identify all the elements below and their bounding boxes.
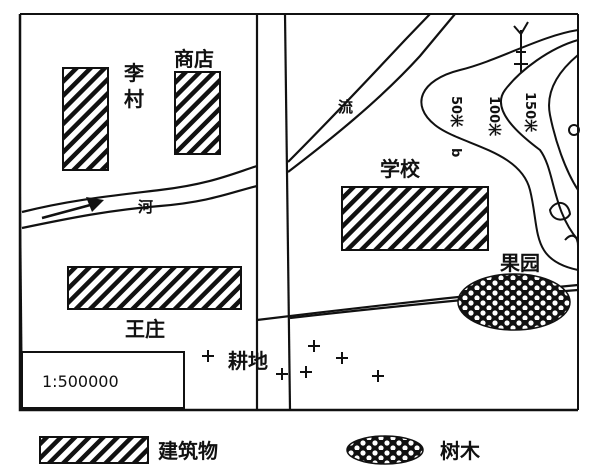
label-li-village-char2: 村 [124,87,144,111]
scale-box: 1:500000 [21,351,185,409]
legend-tree-label: 树木 [440,439,481,463]
shop-building [174,71,221,155]
label-farmland: 耕地 [228,349,268,373]
label-shop: 商店 [174,47,214,71]
school-building [341,186,489,251]
scale-text: 1:500000 [42,372,119,391]
north-arrow-icon [513,21,529,72]
contour-lines [420,29,580,271]
label-school: 学校 [380,157,421,181]
legend: 建筑物 树木 [39,435,481,465]
label-li-village-char1: 李 [123,61,145,85]
li-village-building [62,67,109,171]
contour-label-150: 150米 [522,92,538,133]
legend-building-swatch [39,436,149,464]
map-frame [18,13,579,412]
orchard-trees [457,273,571,331]
road-network [19,13,579,411]
crop-symbol-icon [202,340,384,382]
label-orchard: 果园 [500,251,540,275]
contour-label-50: 50米 [448,96,464,128]
point-label-b: b [448,148,463,157]
contour-label-100: 100米 [486,96,502,137]
wang-village-building [67,266,242,310]
legend-building-label: 建筑物 [158,439,218,463]
river [21,13,456,230]
label-wang-village: 王庄 [125,317,165,341]
legend-tree-swatch [346,435,424,465]
flow-direction-arrow-icon [41,197,104,220]
label-river-left: 河 [138,198,153,216]
label-river-right: 流 [338,98,353,116]
